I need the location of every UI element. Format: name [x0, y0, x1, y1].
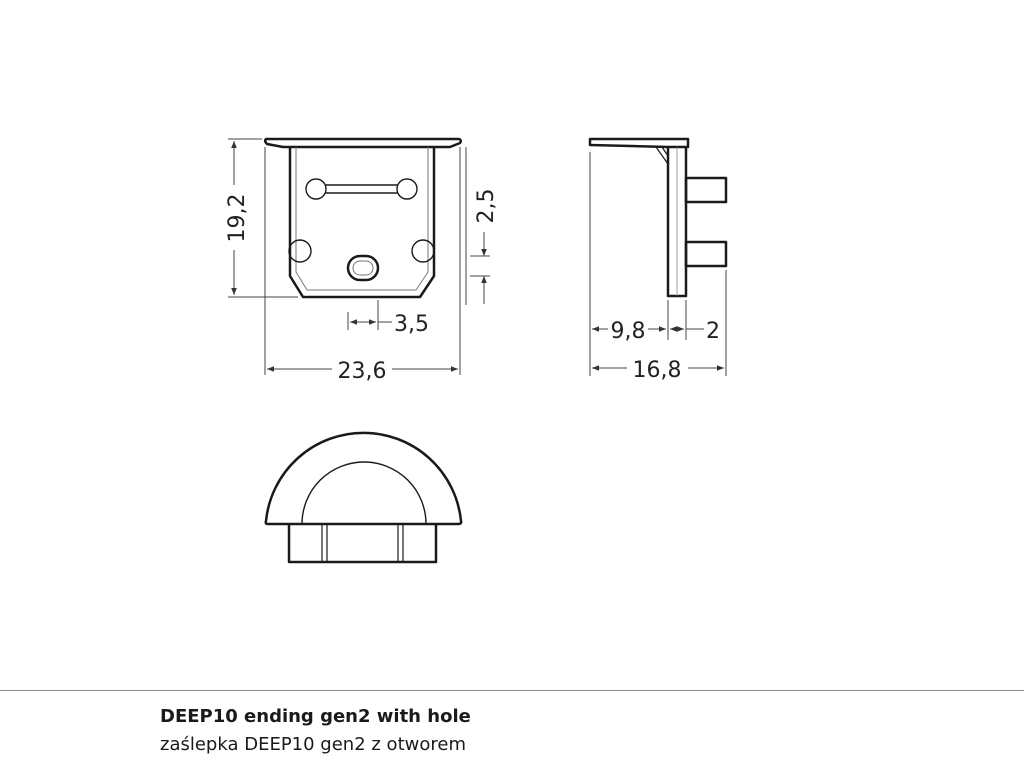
side-view — [588, 137, 728, 298]
slot-feature — [305, 178, 418, 200]
right-hole — [411, 239, 435, 263]
technical-drawing: 19,2 2,5 3,5 23,6 9,8 2 16,8 — [225, 137, 728, 564]
upper-pin — [684, 176, 728, 204]
side-flange — [588, 137, 690, 149]
dome-inner-arc — [301, 461, 427, 525]
cable-hole — [346, 254, 380, 282]
front-body-inner — [295, 147, 429, 291]
cable-hole-inner — [352, 260, 374, 276]
side-rib-2 — [661, 146, 669, 157]
dim-width-label: 23,6 — [338, 359, 387, 384]
caption-subtitle: zaślepka DEEP10 gen2 z otworem — [160, 734, 466, 755]
lower-pin — [684, 240, 728, 268]
dim-hole-label: 3,5 — [394, 312, 429, 337]
dome-outline — [264, 431, 463, 526]
left-hole — [288, 239, 312, 263]
front-flange — [263, 137, 463, 149]
front-view — [263, 137, 463, 299]
dim-offset-label: 9,8 — [611, 319, 646, 344]
side-rib — [655, 146, 669, 165]
caption-title: DEEP10 ending gen2 with hole — [160, 706, 471, 727]
dim-pin-label: 2 — [706, 319, 720, 344]
dim-gap-label: 2,5 — [474, 189, 499, 224]
dim-side-width-label: 16,8 — [633, 358, 682, 383]
plug-body — [287, 524, 438, 564]
bottom-view — [264, 431, 463, 564]
dim-height-label: 19,2 — [225, 194, 250, 243]
caption-divider — [0, 690, 1024, 691]
